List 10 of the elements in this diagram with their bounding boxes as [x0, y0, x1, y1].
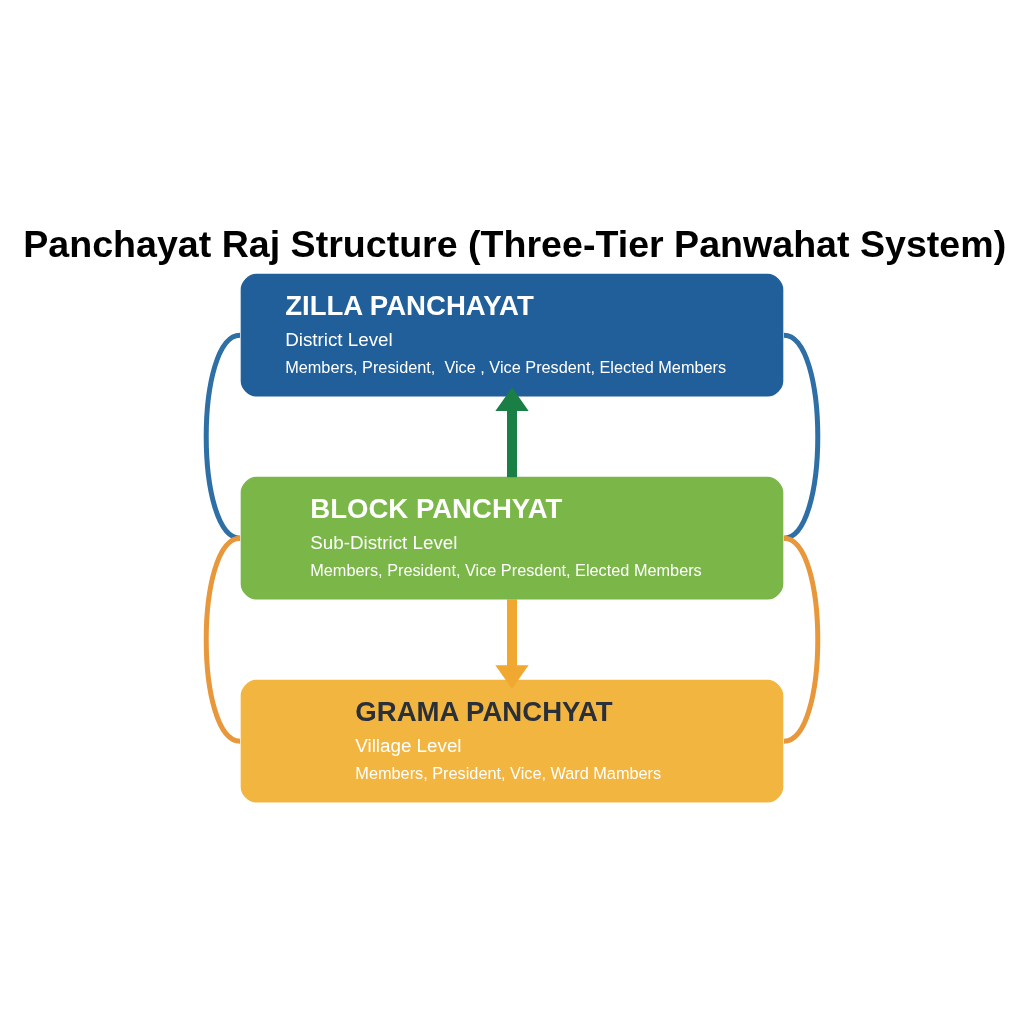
connector	[783, 535, 821, 744]
node-box: BLOCK PANCHYAT Sub-District Level Members, President, Vice Presdent, Elected Members	[240, 476, 784, 600]
diagram-title: Panchayat Raj Structure (Three-Tier Panwahat System)	[23, 222, 1007, 265]
connector	[783, 332, 821, 541]
arrow	[495, 386, 529, 477]
node-box: ZILLA PANCHAYAT District Level Members, President, Vice , Vice Presdent, Elected Members	[240, 273, 784, 397]
node-box: GRAMA PANCHYAT Village Level Members, President, Vice, Ward Mambers	[240, 679, 784, 803]
arrow	[495, 598, 529, 689]
connector	[203, 332, 241, 541]
connector	[203, 535, 241, 744]
